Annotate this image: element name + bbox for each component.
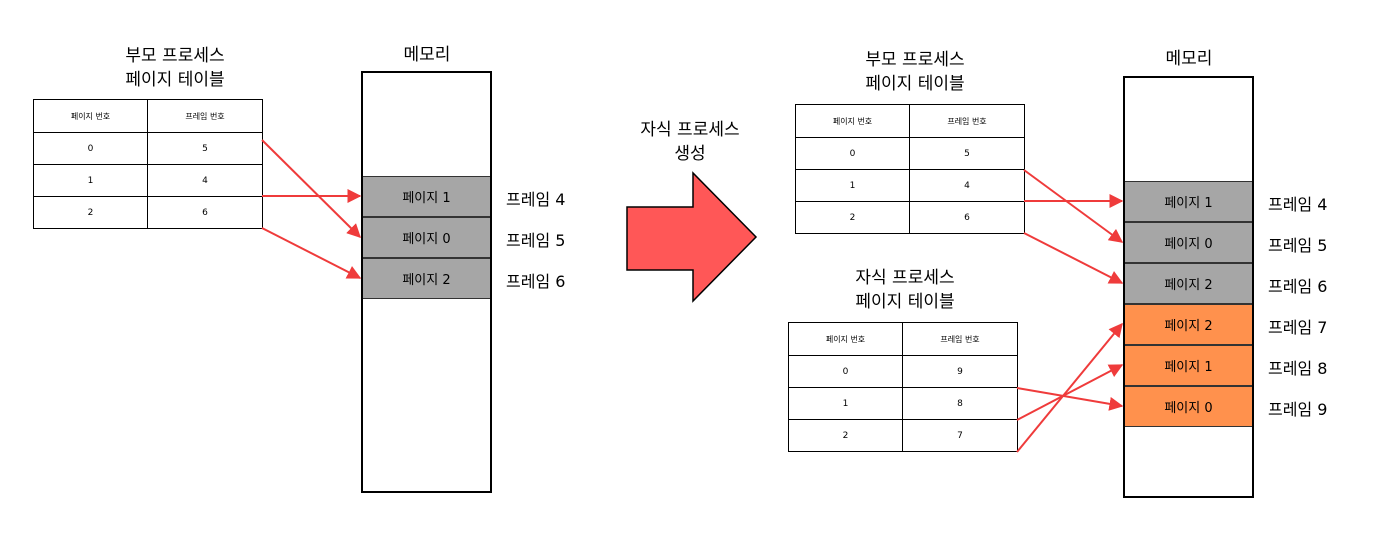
create-child-label-line2: 생성: [674, 144, 706, 164]
right-frame-label: 프레임 8: [1268, 359, 1328, 378]
left-parent-title-line1: 부모 프로세스: [125, 46, 225, 66]
right-memory-label: 메모리: [1165, 49, 1213, 69]
table-row: 0 5: [795, 137, 1025, 170]
right-memory-page: 페이지 2: [1125, 304, 1252, 345]
right-memory-page: 페이지 0: [1125, 222, 1252, 263]
right-memory-page: 페이지 1: [1125, 345, 1252, 386]
right-frame-label: 프레임 7: [1268, 318, 1328, 337]
table-row: 2 6: [33, 196, 263, 229]
table-row: 1 4: [795, 169, 1025, 202]
right-child-title: 자식 프로세스 페이지 테이블: [790, 266, 1020, 314]
right-parent-table-cell: 5: [909, 137, 1025, 170]
right-parent-title-line2: 페이지 테이블: [865, 74, 965, 94]
right-parent-table-cell: 4: [909, 169, 1025, 202]
left-parent-title: 부모 프로세스 페이지 테이블: [60, 44, 290, 92]
right-child-arrow-row2-to-frame7: [1016, 322, 1123, 453]
right-parent-page-table: 페이지 번호 프레임 번호 0 5 1 4 2 6: [795, 104, 1025, 234]
right-child-table-cell: 9: [902, 355, 1018, 388]
big-arrow-icon: [626, 171, 758, 303]
left-memory-page: 페이지 0: [363, 217, 490, 258]
right-parent-table-cell: 2: [795, 201, 910, 234]
right-frame-label: 프레임 4: [1268, 195, 1328, 214]
right-parent-title: 부모 프로세스 페이지 테이블: [800, 48, 1030, 96]
right-child-title-line2: 페이지 테이블: [855, 292, 955, 312]
right-parent-table-cell: 1: [795, 169, 910, 202]
right-parent-table-header-frame: 프레임 번호: [909, 104, 1025, 138]
right-memory-page: 페이지 2: [1125, 263, 1252, 304]
table-row: 1 8: [788, 387, 1018, 420]
table-row: 0 9: [788, 355, 1018, 388]
right-parent-table-cell: 6: [909, 201, 1025, 234]
right-frame-label: 프레임 6: [1268, 277, 1328, 296]
right-child-table-header-frame: 프레임 번호: [902, 322, 1018, 356]
table-row: 2 6: [795, 201, 1025, 234]
right-child-table-cell: 0: [788, 355, 903, 388]
left-frame-label: 프레임 5: [506, 231, 566, 250]
right-memory-page: 페이지 1: [1125, 181, 1252, 222]
left-parent-title-line2: 페이지 테이블: [125, 70, 225, 90]
right-child-page-table: 페이지 번호 프레임 번호 0 9 1 8 2 7: [788, 322, 1018, 452]
right-frame-label: 프레임 5: [1268, 236, 1328, 255]
right-parent-title-line1: 부모 프로세스: [865, 50, 965, 70]
left-table-cell: 2: [33, 196, 148, 229]
right-child-arrow-row0-to-frame9: [1016, 387, 1124, 411]
right-child-arrow-row1-to-frame8: [1016, 364, 1124, 421]
create-child-label: 자식 프로세스 생성: [600, 118, 780, 166]
left-memory-label: 메모리: [403, 45, 451, 65]
left-arrow-row2-to-frame6: [261, 227, 362, 279]
right-parent-arrow-row2-to-frame6: [1023, 232, 1124, 284]
right-parent-table-header-page: 페이지 번호: [795, 104, 910, 138]
right-parent-arrow-row0-to-frame5: [1023, 169, 1124, 243]
right-memory-page: 페이지 0: [1125, 386, 1252, 427]
create-child-label-line1: 자식 프로세스: [640, 120, 740, 140]
right-frame-label: 프레임 9: [1268, 400, 1328, 419]
left-table-cell: 6: [147, 196, 263, 229]
left-memory-page: 페이지 1: [363, 176, 490, 217]
left-frame-label: 프레임 6: [506, 272, 566, 291]
right-child-table-cell: 8: [902, 387, 1018, 420]
left-table-header-frame: 프레임 번호: [147, 99, 263, 133]
left-memory-page: 페이지 2: [363, 258, 490, 299]
left-arrow-row0-to-frame5: [261, 139, 361, 238]
left-frame-label: 프레임 4: [506, 190, 566, 209]
left-parent-page-table: 페이지 번호 프레임 번호 0 5 1 4 2 6: [33, 99, 263, 229]
left-table-cell: 4: [147, 164, 263, 197]
right-child-table-cell: 7: [902, 419, 1018, 452]
table-row: 2 7: [788, 419, 1018, 452]
right-child-title-line1: 자식 프로세스: [855, 268, 955, 288]
